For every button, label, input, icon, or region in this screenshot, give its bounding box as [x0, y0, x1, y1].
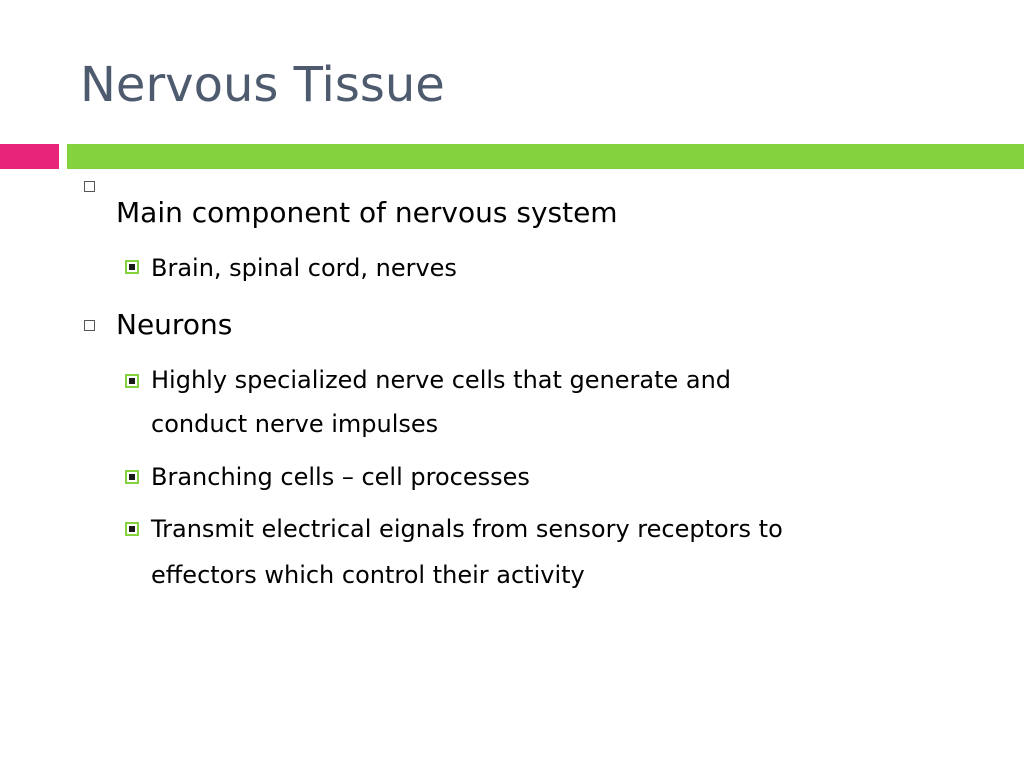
accent-bar-green: [67, 144, 1024, 169]
bullet-text-line: Highly specialized nerve cells that gene…: [151, 366, 732, 394]
green-square-bullet-icon: [125, 260, 139, 274]
bullet-text: Neurons: [116, 308, 233, 341]
hollow-square-bullet-icon: [84, 181, 95, 192]
bullet-text-line: conduct nerve impulses: [151, 410, 439, 438]
bullet-text-line: Transmit electrical eignals from sensory…: [151, 515, 783, 543]
accent-bar-pink: [0, 144, 59, 169]
slide-title: Nervous Tissue: [80, 57, 445, 113]
hollow-square-bullet-icon: [84, 320, 95, 331]
bullet-text-line: effectors which control their activity: [151, 561, 585, 589]
bullet-text: Branching cells – cell processes: [151, 463, 530, 491]
green-square-bullet-icon: [125, 374, 139, 388]
green-square-bullet-icon: [125, 522, 139, 536]
bullet-text: Main component of nervous system: [116, 196, 618, 229]
bullet-text: Brain, spinal cord, nerves: [151, 254, 457, 282]
green-square-bullet-icon: [125, 470, 139, 484]
